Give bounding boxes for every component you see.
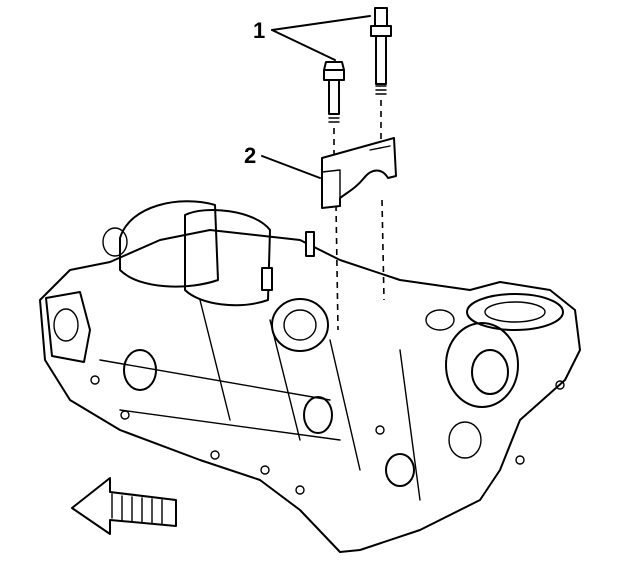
engine-block [39, 200, 581, 553]
long-bolt [370, 7, 392, 95]
callout-1-leaders [271, 15, 371, 61]
alignment-lines [333, 100, 385, 331]
callout-1-label: 1 [253, 18, 265, 43]
callout-2-label: 2 [244, 143, 256, 168]
front-direction-arrow-icon [71, 477, 177, 535]
callout-2-leader [261, 155, 321, 179]
short-bolt [323, 61, 345, 123]
main-bearing-cap [321, 137, 397, 209]
